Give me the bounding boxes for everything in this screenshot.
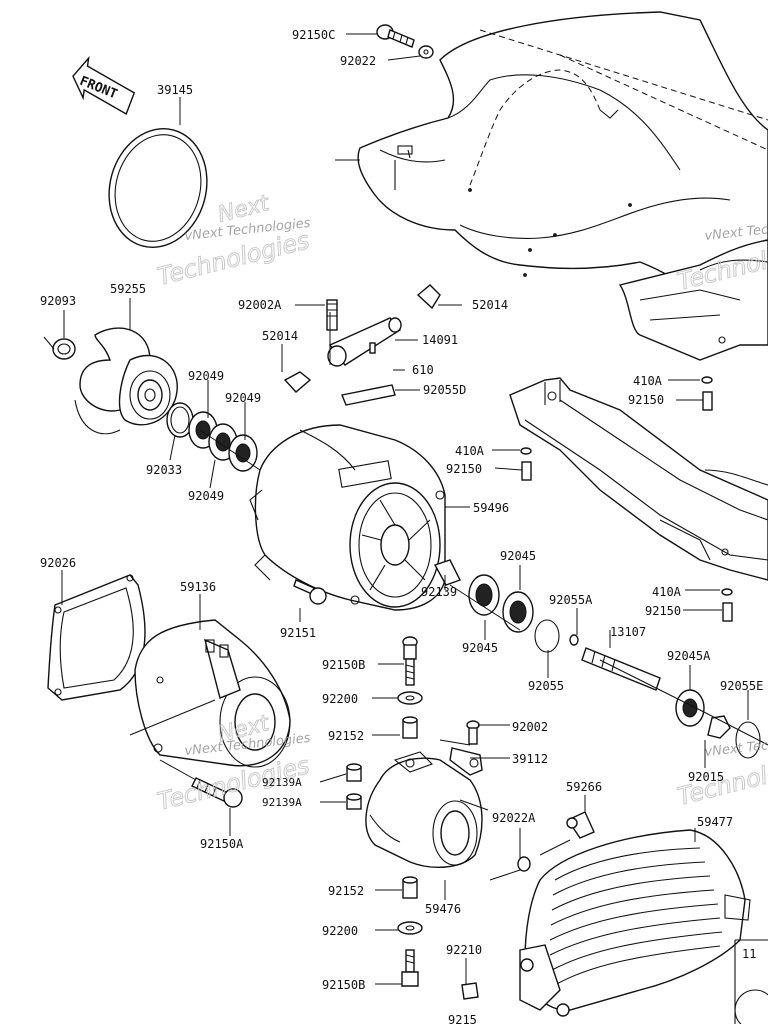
label-92049-a: 92049 xyxy=(188,369,224,383)
label-92033: 92033 xyxy=(146,463,182,477)
label-92210: 92210 xyxy=(446,943,482,957)
label-59266: 59266 xyxy=(566,780,602,794)
reverse-bucket-59477 xyxy=(519,829,751,1017)
bushing-92152-lower xyxy=(402,876,418,899)
label-92152-lower: 92152 xyxy=(328,884,364,898)
sensor-assembly-14091 xyxy=(283,284,441,406)
part-labels: 92150C 92022 39145 92093 59255 92002A 52… xyxy=(40,28,763,1024)
washer-92022A xyxy=(517,856,531,872)
pump-housing-59496 xyxy=(249,424,446,611)
bushing-92152-upper xyxy=(402,716,418,739)
label-59477: 59477 xyxy=(697,815,733,829)
label-410A-lower: 410A xyxy=(652,585,682,599)
label-92022: 92022 xyxy=(340,54,376,68)
bolt-92150A xyxy=(191,777,243,808)
fitting-59266 xyxy=(566,811,595,839)
drive-shaft-13107 xyxy=(581,647,768,759)
washer-92200-lower xyxy=(397,921,423,935)
label-59496: 59496 xyxy=(473,501,509,515)
label-14091: 14091 xyxy=(422,333,458,347)
label-59136: 59136 xyxy=(180,580,216,594)
label-92150-middle: 92150 xyxy=(446,462,482,476)
label-9215-partial: 9215 xyxy=(448,1013,477,1024)
bolt-92210 xyxy=(461,982,479,1000)
bolt-92002 xyxy=(466,720,480,745)
label-92049-b: 92049 xyxy=(225,391,261,405)
label-92002A: 92002A xyxy=(238,298,282,312)
label-92055A: 92055A xyxy=(549,593,593,607)
impeller-seals xyxy=(166,402,258,472)
label-92045-lower: 92045 xyxy=(462,641,498,655)
label-92200-upper: 92200 xyxy=(322,692,358,706)
label-92150A: 92150A xyxy=(200,837,244,851)
label-92150-lower: 92150 xyxy=(645,604,681,618)
label-410A-upper: 410A xyxy=(633,374,663,388)
front-direction-arrow: FRONT xyxy=(72,55,136,115)
label-11: 11 xyxy=(742,947,756,961)
label-52014-right: 52014 xyxy=(472,298,508,312)
seal-ring-39145 xyxy=(108,128,208,248)
label-92150B-lower: 92150B xyxy=(322,978,365,992)
label-92093: 92093 xyxy=(40,294,76,308)
label-92055E: 92055E xyxy=(720,679,763,693)
bracket-39112 xyxy=(449,747,483,776)
label-92026: 92026 xyxy=(40,556,76,570)
label-610: 610 xyxy=(412,363,434,377)
bolt-92150C xyxy=(376,24,415,48)
label-92150B-upper: 92150B xyxy=(322,658,365,672)
label-13107: 13107 xyxy=(610,625,646,639)
label-92200-lower: 92200 xyxy=(322,924,358,938)
impeller-59255 xyxy=(74,327,178,435)
bushings-92139A xyxy=(346,763,362,810)
label-92015: 92015 xyxy=(688,770,724,784)
label-39145: 39145 xyxy=(157,83,193,97)
gasket-92026 xyxy=(47,574,146,701)
plate-bolts xyxy=(520,376,733,622)
label-92139: 92139 xyxy=(421,585,457,599)
label-92151: 92151 xyxy=(280,626,316,640)
label-92055D: 92055D xyxy=(423,383,466,397)
washer-92022 xyxy=(418,45,434,59)
bolt-92150B-lower xyxy=(401,949,419,987)
label-92055: 92055 xyxy=(528,679,564,693)
washer-92200-upper xyxy=(397,691,423,705)
ride-plate-frame xyxy=(509,377,768,581)
hull-reference-outline xyxy=(357,11,768,331)
label-92045-upper: 92045 xyxy=(500,549,536,563)
label-92152-upper: 92152 xyxy=(328,729,364,743)
label-92150C: 92150C xyxy=(292,28,335,42)
label-59476: 59476 xyxy=(425,902,461,916)
label-410A-middle: 410A xyxy=(455,444,485,458)
bolt-92150B-upper xyxy=(402,636,418,686)
inset-frame xyxy=(734,939,768,1024)
label-92049-c: 92049 xyxy=(188,489,224,503)
label-92139A-a: 92139A xyxy=(262,776,302,789)
label-92002: 92002 xyxy=(512,720,548,734)
label-39112: 39112 xyxy=(512,752,548,766)
bearings-shaft xyxy=(433,559,579,653)
bolt-92151 xyxy=(293,579,327,605)
label-92139A-b: 92139A xyxy=(262,796,302,809)
leader-lines xyxy=(43,33,749,985)
stator-59136 xyxy=(134,619,291,768)
label-52014-left: 52014 xyxy=(262,329,298,343)
label-92045A: 92045A xyxy=(667,649,711,663)
nozzle-59476 xyxy=(365,751,489,869)
intake-plate-upper xyxy=(618,239,768,361)
cap-nut-92093 xyxy=(52,338,76,360)
label-92022A: 92022A xyxy=(492,811,536,825)
label-59255: 59255 xyxy=(110,282,146,296)
label-92150-upper: 92150 xyxy=(628,393,664,407)
